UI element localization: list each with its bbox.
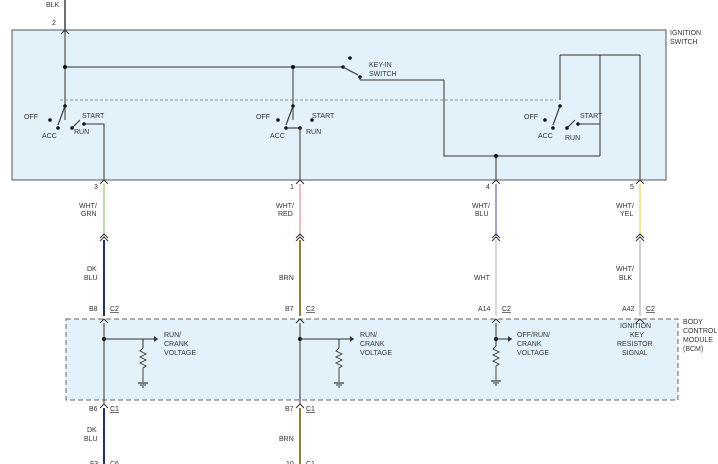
circuit-3: 4 WHT/ BLU WHT A14 C2 (472, 179, 511, 316)
wire-color-label: BLK (46, 2, 60, 9)
signal-label: KEY (630, 332, 644, 339)
wire-color-label: WHT/ (79, 203, 97, 210)
bcm-title: MODULE (683, 337, 713, 344)
splice-dot (63, 65, 67, 69)
splice-dot (494, 154, 498, 158)
wire-color-label: WHT/ (616, 266, 634, 273)
switch-contact (348, 56, 352, 60)
switch-position-start: START (82, 113, 105, 120)
switch-position-run: RUN (306, 129, 321, 136)
wire-color-label: DK (87, 266, 97, 273)
pin-label: 1 (290, 184, 294, 191)
switch-position-off: OFF (256, 114, 270, 121)
signal-label: VOLTAGE (517, 350, 549, 357)
circuit-4: 5 WHT/ YEL WHT/ BLK A42 C2 (616, 179, 655, 316)
bcm-output-2: B7 C1 BRN 10 C1 (279, 403, 315, 464)
connector-label: C2 (306, 306, 315, 313)
connector-label: C1 (306, 461, 315, 464)
bcm-output-1: B6 C1 DK BLU F3 C6 (84, 403, 119, 464)
connector-label: C2 (646, 306, 655, 313)
wire-color-label: WHT/ (616, 203, 634, 210)
switch-position-start: START (580, 113, 603, 120)
switch-position-acc: ACC (538, 133, 553, 140)
signal-label: OFF/RUN/ (517, 332, 550, 339)
switch-position-acc: ACC (270, 133, 285, 140)
key-in-switch-blade (342, 66, 359, 76)
wire-color-label: BRN (279, 275, 294, 282)
signal-label: RESISTOR (617, 341, 653, 348)
circuit-2: 1 WHT/ RED BRN B7 C2 (276, 179, 315, 316)
pin-label: 2 (52, 20, 56, 27)
signal-label: CRANK (360, 341, 385, 348)
signal-label: RUN/ (360, 332, 377, 339)
switch-position-off: OFF (524, 114, 538, 121)
switch-position-off: OFF (24, 114, 38, 121)
pin-label: B8 (89, 306, 98, 313)
ignition-switch-box (11, 29, 667, 181)
pin-label: 5 (630, 184, 634, 191)
signal-label: VOLTAGE (360, 350, 392, 357)
wire-color-label: RED (278, 211, 293, 218)
wire-color-label: BRN (279, 436, 294, 443)
pin-label: 10 (286, 461, 294, 464)
wire-color-label: WHT/ (472, 203, 490, 210)
wire-color-label: YEL (620, 211, 633, 218)
pin-label: F3 (90, 461, 98, 464)
bcm-input-3: OFF/RUN/ CRANK VOLTAGE (491, 318, 550, 386)
wire-color-label: WHT (474, 275, 491, 282)
pin-label: B7 (285, 306, 294, 313)
connector-label: C1 (110, 406, 119, 413)
signal-label: SIGNAL (622, 350, 648, 357)
wire-color-label: BLU (475, 211, 489, 218)
switch-position-acc: ACC (42, 133, 57, 140)
bcm-title: BODY (683, 319, 703, 326)
ignition-switch-contacts-2: OFF ACC RUN START (256, 104, 335, 180)
pin-label: A14 (478, 306, 491, 313)
wire-color-label: BLU (84, 436, 98, 443)
ignition-switch-title: SWITCH (670, 39, 698, 46)
bcm-title: (BCM) (683, 346, 703, 353)
pin-label: A42 (622, 306, 635, 313)
wire-color-label: BLU (84, 275, 98, 282)
switch-position-run: RUN (74, 129, 89, 136)
signal-label: CRANK (164, 341, 189, 348)
circuit-1: 3 WHT/ GRN DK BLU B8 C2 (79, 179, 119, 316)
ignition-switch-contacts-3: OFF ACC RUN START (524, 104, 603, 142)
signal-label: VOLTAGE (164, 350, 196, 357)
connector-label: C1 (306, 406, 315, 413)
key-in-switch-label: KEY-IN (369, 62, 392, 69)
signal-label: RUN/ (164, 332, 181, 339)
pin-label: B6 (89, 406, 98, 413)
wire-color-label: WHT/ (276, 203, 294, 210)
bcm-box (65, 318, 679, 401)
pin-label: 4 (486, 184, 490, 191)
wire-color-label: BLK (619, 275, 633, 282)
ignition-switch-title: IGNITION (670, 30, 701, 37)
internal-bus (443, 80, 600, 157)
pin-label: B7 (285, 406, 294, 413)
wire-color-label: DK (87, 427, 97, 434)
wire-color-label: GRN (81, 211, 97, 218)
signal-label: IGNITION (620, 323, 651, 330)
connector-label: C2 (502, 306, 511, 313)
bcm-input-2: RUN/ CRANK VOLTAGE (295, 318, 392, 404)
bcm-input-1: RUN/ CRANK VOLTAGE (99, 318, 196, 404)
splice-dot (291, 65, 295, 69)
bcm-input-4: IGNITION KEY RESISTOR SIGNAL (617, 318, 653, 357)
signal-label: CRANK (517, 341, 542, 348)
switch-position-run: RUN (565, 135, 580, 142)
ignition-switch-contacts-1: OFF ACC RUN START (24, 104, 105, 180)
pin-label: 3 (94, 184, 98, 191)
switch-position-start: START (312, 113, 335, 120)
bcm-title: CONTROL (683, 328, 717, 335)
key-in-switch-label: SWITCH (369, 71, 397, 78)
connector-label: C2 (110, 306, 119, 313)
connector-label: C6 (110, 461, 119, 464)
